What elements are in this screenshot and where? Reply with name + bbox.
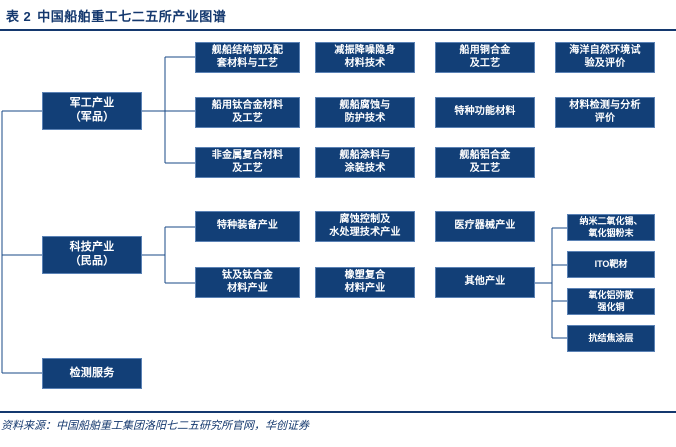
node-label-line1: 舰船涂料与 bbox=[339, 150, 391, 161]
node-label-line2: 涂装技术 bbox=[344, 162, 386, 174]
node-medical-device-industry[interactable]: 医疗器械产业 bbox=[435, 211, 535, 242]
node-label-line1: 船用钛合金材料 bbox=[211, 100, 284, 111]
node-label-line1: 海洋自然环境试 bbox=[569, 45, 641, 56]
node-label-line1: 军工产业 bbox=[69, 97, 115, 110]
node-label-line1: 船用铜合金 bbox=[459, 45, 511, 56]
node-label-line1: 抗结焦涂层 bbox=[588, 332, 634, 343]
node-label-line1: ITO靶材 bbox=[594, 258, 628, 269]
source-note: 资料来源：中国船舶重工集团洛阳七二五研究所官网，华创证券 bbox=[1, 420, 309, 432]
node-label-line2: 防护技术 bbox=[344, 112, 386, 124]
node-military-industry[interactable]: 军工产业 （军品） bbox=[42, 92, 142, 130]
node-alumina-dispersion-copper[interactable]: 氧化铝弥散 强化铜 bbox=[567, 288, 655, 315]
node-label-line2: 氧化铟粉末 bbox=[588, 227, 634, 238]
node-label-line2: 强化铜 bbox=[597, 301, 625, 312]
node-label-line1: 舰船铝合金 bbox=[459, 150, 511, 161]
node-label-line1: 橡塑复合 bbox=[344, 270, 386, 281]
table-number: 2 bbox=[23, 9, 32, 24]
node-label-line2: （民品） bbox=[69, 255, 115, 267]
node-tech-industry[interactable]: 科技产业 （民品） bbox=[42, 236, 142, 274]
footer-divider bbox=[0, 411, 676, 413]
node-marine-copper-alloy[interactable]: 船用铜合金 及工艺 bbox=[435, 42, 535, 73]
node-label-line2: （军品） bbox=[69, 111, 115, 123]
title-text: 中国船舶重工七二五所产业图谱 bbox=[37, 9, 227, 24]
node-material-testing-analysis[interactable]: 材料检测与分析 评价 bbox=[555, 97, 655, 128]
node-label-line2: 评价 bbox=[594, 112, 616, 124]
node-label-line1: 腐蚀控制及 bbox=[339, 214, 391, 225]
node-other-industry[interactable]: 其他产业 bbox=[435, 267, 535, 298]
node-label-line2: 及工艺 bbox=[469, 57, 501, 69]
node-label-line2: 套材料与工艺 bbox=[216, 57, 279, 69]
table-label: 表 bbox=[6, 9, 20, 24]
node-special-functional-material[interactable]: 特种功能材料 bbox=[435, 97, 535, 128]
node-label-line2: 材料产业 bbox=[344, 282, 386, 294]
node-label-line1: 氧化铝弥散 bbox=[588, 290, 634, 301]
node-label-line1: 纳米二氧化锡、 bbox=[579, 216, 643, 227]
node-label-line2: 材料技术 bbox=[344, 57, 386, 69]
node-label-line1: 特种装备产业 bbox=[216, 220, 279, 232]
node-ito-target[interactable]: ITO靶材 bbox=[567, 251, 655, 278]
node-label-line2: 及工艺 bbox=[469, 162, 501, 174]
node-marine-environment-test[interactable]: 海洋自然环境试 验及评价 bbox=[555, 42, 655, 73]
node-label-line1: 减振降噪隐身 bbox=[334, 45, 396, 56]
node-label-line1: 材料检测与分析 bbox=[569, 100, 641, 111]
node-testing-service[interactable]: 检测服务 bbox=[42, 358, 142, 389]
node-ship-aluminum-alloy[interactable]: 舰船铝合金 及工艺 bbox=[435, 147, 535, 178]
node-label-line2: 水处理技术产业 bbox=[329, 226, 401, 238]
node-label-line1: 其他产业 bbox=[464, 276, 506, 288]
node-label-line2: 材料产业 bbox=[227, 282, 268, 294]
node-label-line1: 特种功能材料 bbox=[454, 106, 516, 118]
node-anti-coking-coating[interactable]: 抗结焦涂层 bbox=[567, 325, 655, 352]
node-rubber-plastic-composite-industry[interactable]: 橡塑复合 材料产业 bbox=[315, 267, 415, 298]
node-titanium-material-industry[interactable]: 钛及钛合金 材料产业 bbox=[195, 267, 300, 298]
node-marine-titanium-alloy[interactable]: 船用钛合金材料 及工艺 bbox=[195, 97, 300, 128]
node-label-line1: 检测服务 bbox=[69, 366, 115, 379]
node-non-metal-composite[interactable]: 非金属复合材料 及工艺 bbox=[195, 147, 300, 178]
node-label-line1: 医疗器械产业 bbox=[454, 220, 516, 232]
node-ship-coating-painting[interactable]: 舰船涂料与 涂装技术 bbox=[315, 147, 415, 178]
node-label-line1: 钛及钛合金 bbox=[222, 270, 273, 281]
node-label-line1: 非金属复合材料 bbox=[211, 150, 284, 161]
node-label-line2: 验及评价 bbox=[584, 57, 626, 69]
node-label-line2: 及工艺 bbox=[232, 162, 263, 174]
node-corrosion-water-treatment-industry[interactable]: 腐蚀控制及 水处理技术产业 bbox=[315, 211, 415, 242]
node-vibration-noise-stealth-material[interactable]: 减振降噪隐身 材料技术 bbox=[315, 42, 415, 73]
header-divider bbox=[0, 29, 676, 31]
node-label-line1: 舰船腐蚀与 bbox=[339, 100, 391, 111]
node-nano-tin-oxide-indium-powder[interactable]: 纳米二氧化锡、 氧化铟粉末 bbox=[567, 214, 655, 241]
node-special-equipment-industry[interactable]: 特种装备产业 bbox=[195, 211, 300, 242]
node-ship-corrosion-protection[interactable]: 舰船腐蚀与 防护技术 bbox=[315, 97, 415, 128]
node-label-line1: 科技产业 bbox=[69, 241, 115, 254]
node-label-line1: 舰船结构钢及配 bbox=[211, 45, 284, 56]
node-ship-structural-steel[interactable]: 舰船结构钢及配 套材料与工艺 bbox=[195, 42, 300, 73]
node-label-line2: 及工艺 bbox=[232, 112, 263, 124]
